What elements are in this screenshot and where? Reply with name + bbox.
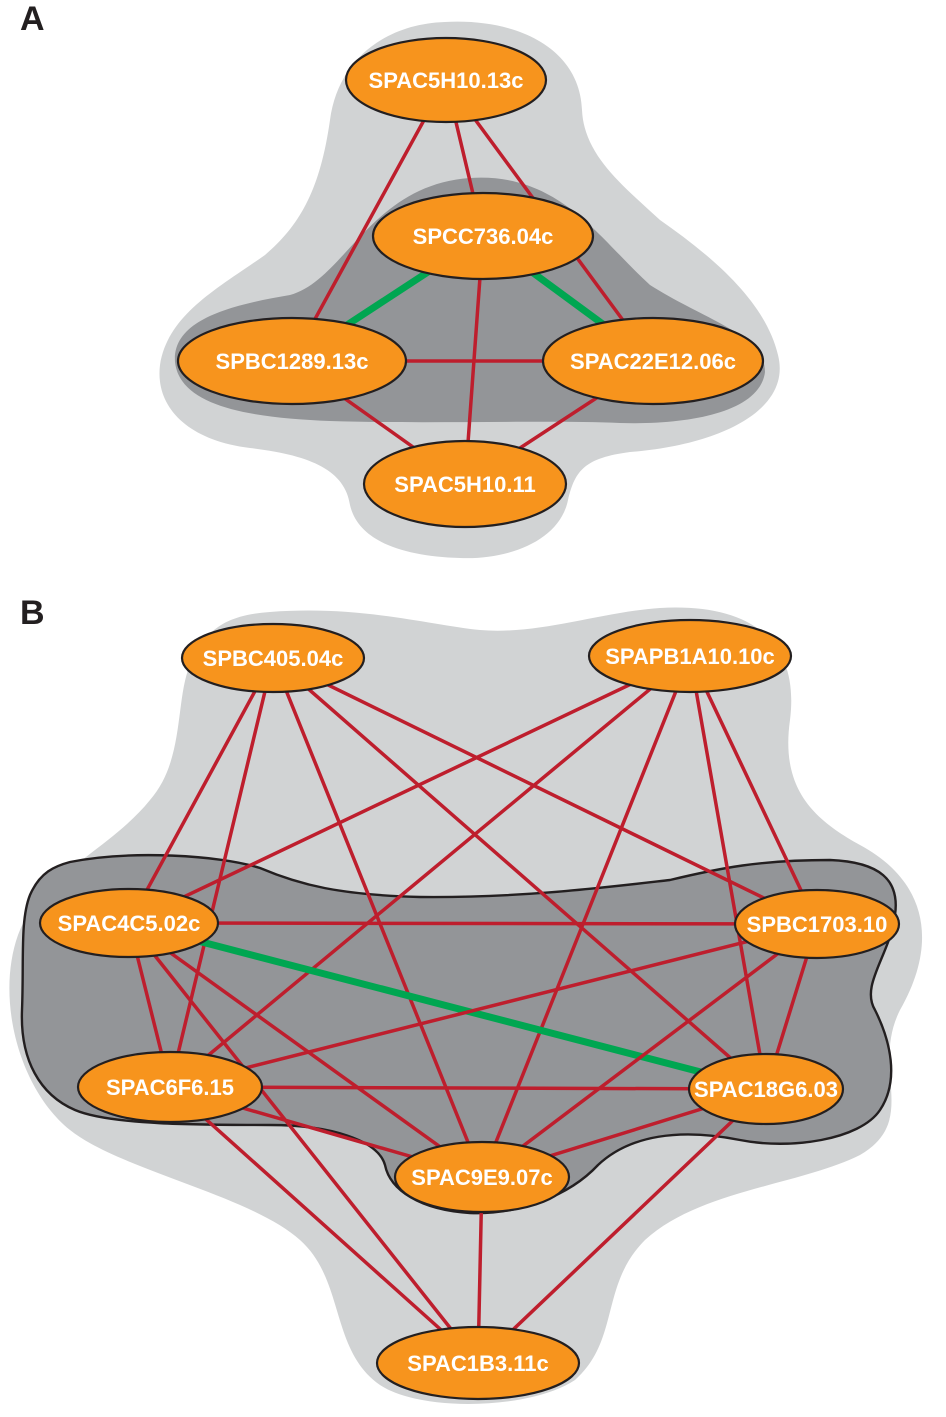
node-a2: SPCC736.04c (371, 191, 595, 281)
node-a5: SPAC5H10.11 (362, 439, 568, 529)
node-ellipse (393, 1140, 571, 1214)
node-a4: SPAC22E12.06c (541, 316, 765, 406)
node-a3: SPBC1289.13c (176, 316, 408, 406)
edge-b1-b3 (127, 656, 275, 925)
panel-b-inner-region (20, 854, 897, 1215)
edge-b1-b6 (271, 656, 768, 1091)
node-label: SPAC22E12.06c (570, 349, 736, 374)
node-ellipse (587, 618, 793, 694)
node-ellipse (362, 439, 568, 529)
node-label: SPAC18G6.03 (694, 1077, 838, 1102)
node-b7: SPAC9E9.07c (393, 1140, 571, 1214)
edge-b5-b8 (168, 1085, 480, 1365)
node-ellipse (38, 887, 220, 959)
node-b3: SPAC4C5.02c (38, 887, 220, 959)
node-label: SPAPB1A10.10c (605, 644, 775, 669)
node-ellipse (541, 316, 765, 406)
node-label: SPAC5H10.11 (394, 472, 535, 497)
edge-b2-b3 (127, 654, 692, 925)
node-label: SPAC4C5.02c (58, 911, 201, 936)
node-ellipse (733, 888, 901, 960)
node-label: SPBC405.04c (203, 646, 344, 671)
node-ellipse (375, 1325, 581, 1401)
panel-b-edges (125, 654, 819, 1365)
edge-b3-b4 (127, 921, 819, 926)
edge-b1-b7 (271, 656, 484, 1179)
node-ellipse (687, 1052, 845, 1126)
edge-b4-b7 (480, 922, 819, 1179)
node-label: SPAC1B3.11c (407, 1351, 548, 1376)
node-label: SPAC6F6.15 (106, 1075, 234, 1100)
node-ellipse (180, 622, 366, 694)
node-b8: SPAC1B3.11c (375, 1325, 581, 1401)
node-ellipse (76, 1050, 264, 1124)
edge-b3-b6 (125, 919, 770, 1093)
node-a1: SPAC5H10.13c (344, 36, 548, 124)
node-label: SPBC1289.13c (216, 349, 369, 374)
node-b5: SPAC6F6.15 (76, 1050, 264, 1124)
node-ellipse (176, 316, 408, 406)
node-b2: SPAPB1A10.10c (587, 618, 793, 694)
panel-a-letter: A (20, 0, 45, 38)
edge-b4-b5 (168, 922, 819, 1089)
edge-a1-a3 (290, 78, 448, 363)
node-label: SPAC9E9.07c (411, 1165, 552, 1190)
node-label: SPBC1703.10 (747, 912, 888, 937)
node-ellipse (371, 191, 595, 281)
edge-b6-b8 (476, 1087, 768, 1365)
panel-b-letter: B (20, 594, 45, 632)
node-b6: SPAC18G6.03 (687, 1052, 845, 1126)
edge-b2-b7 (480, 654, 692, 1179)
edge-b2-b4 (688, 654, 819, 926)
edge-b1-b5 (168, 656, 275, 1089)
edge-b1-b4 (271, 656, 819, 926)
edge-b3-b7 (127, 921, 484, 1179)
node-label: SPCC736.04c (413, 224, 554, 249)
node-b4: SPBC1703.10 (733, 888, 901, 960)
node-label: SPAC5H10.13c (369, 68, 524, 93)
edge-b2-b6 (688, 654, 768, 1091)
node-b1: SPBC405.04c (180, 622, 366, 694)
node-ellipse (344, 36, 548, 124)
edge-b5-b6 (168, 1085, 768, 1091)
edge-b3-b8 (127, 921, 480, 1365)
